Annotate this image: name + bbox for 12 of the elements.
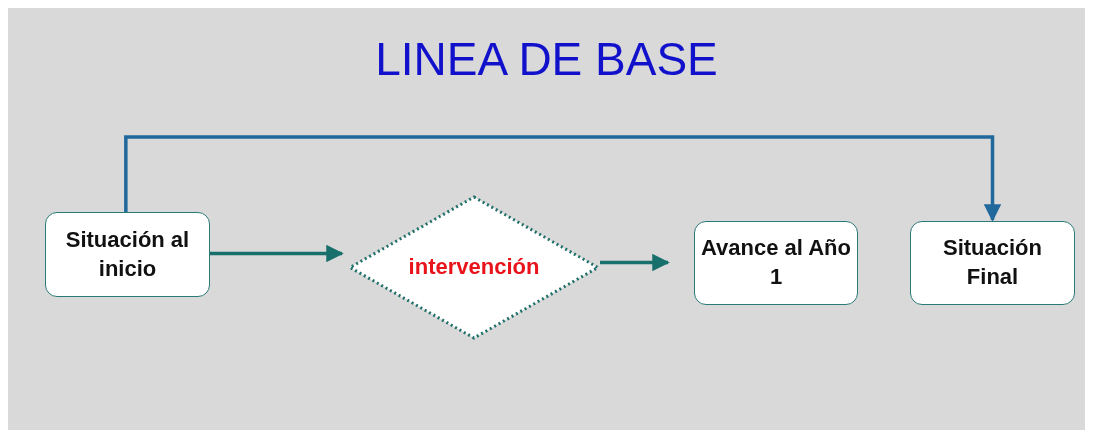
process-box [694,221,858,305]
node-label: Situación Final [942,234,1043,291]
decision-diamond [348,195,600,340]
process-box [910,221,1075,305]
title: LINEA DE BASE [375,32,718,86]
arrow [124,135,1002,222]
arrow [210,244,344,263]
node-label: intervención [407,253,541,282]
node-label: Avance al Año 1 [700,234,852,291]
node-label: Situación al inicio [64,225,191,283]
process-box [45,212,210,297]
arrow [600,253,670,272]
